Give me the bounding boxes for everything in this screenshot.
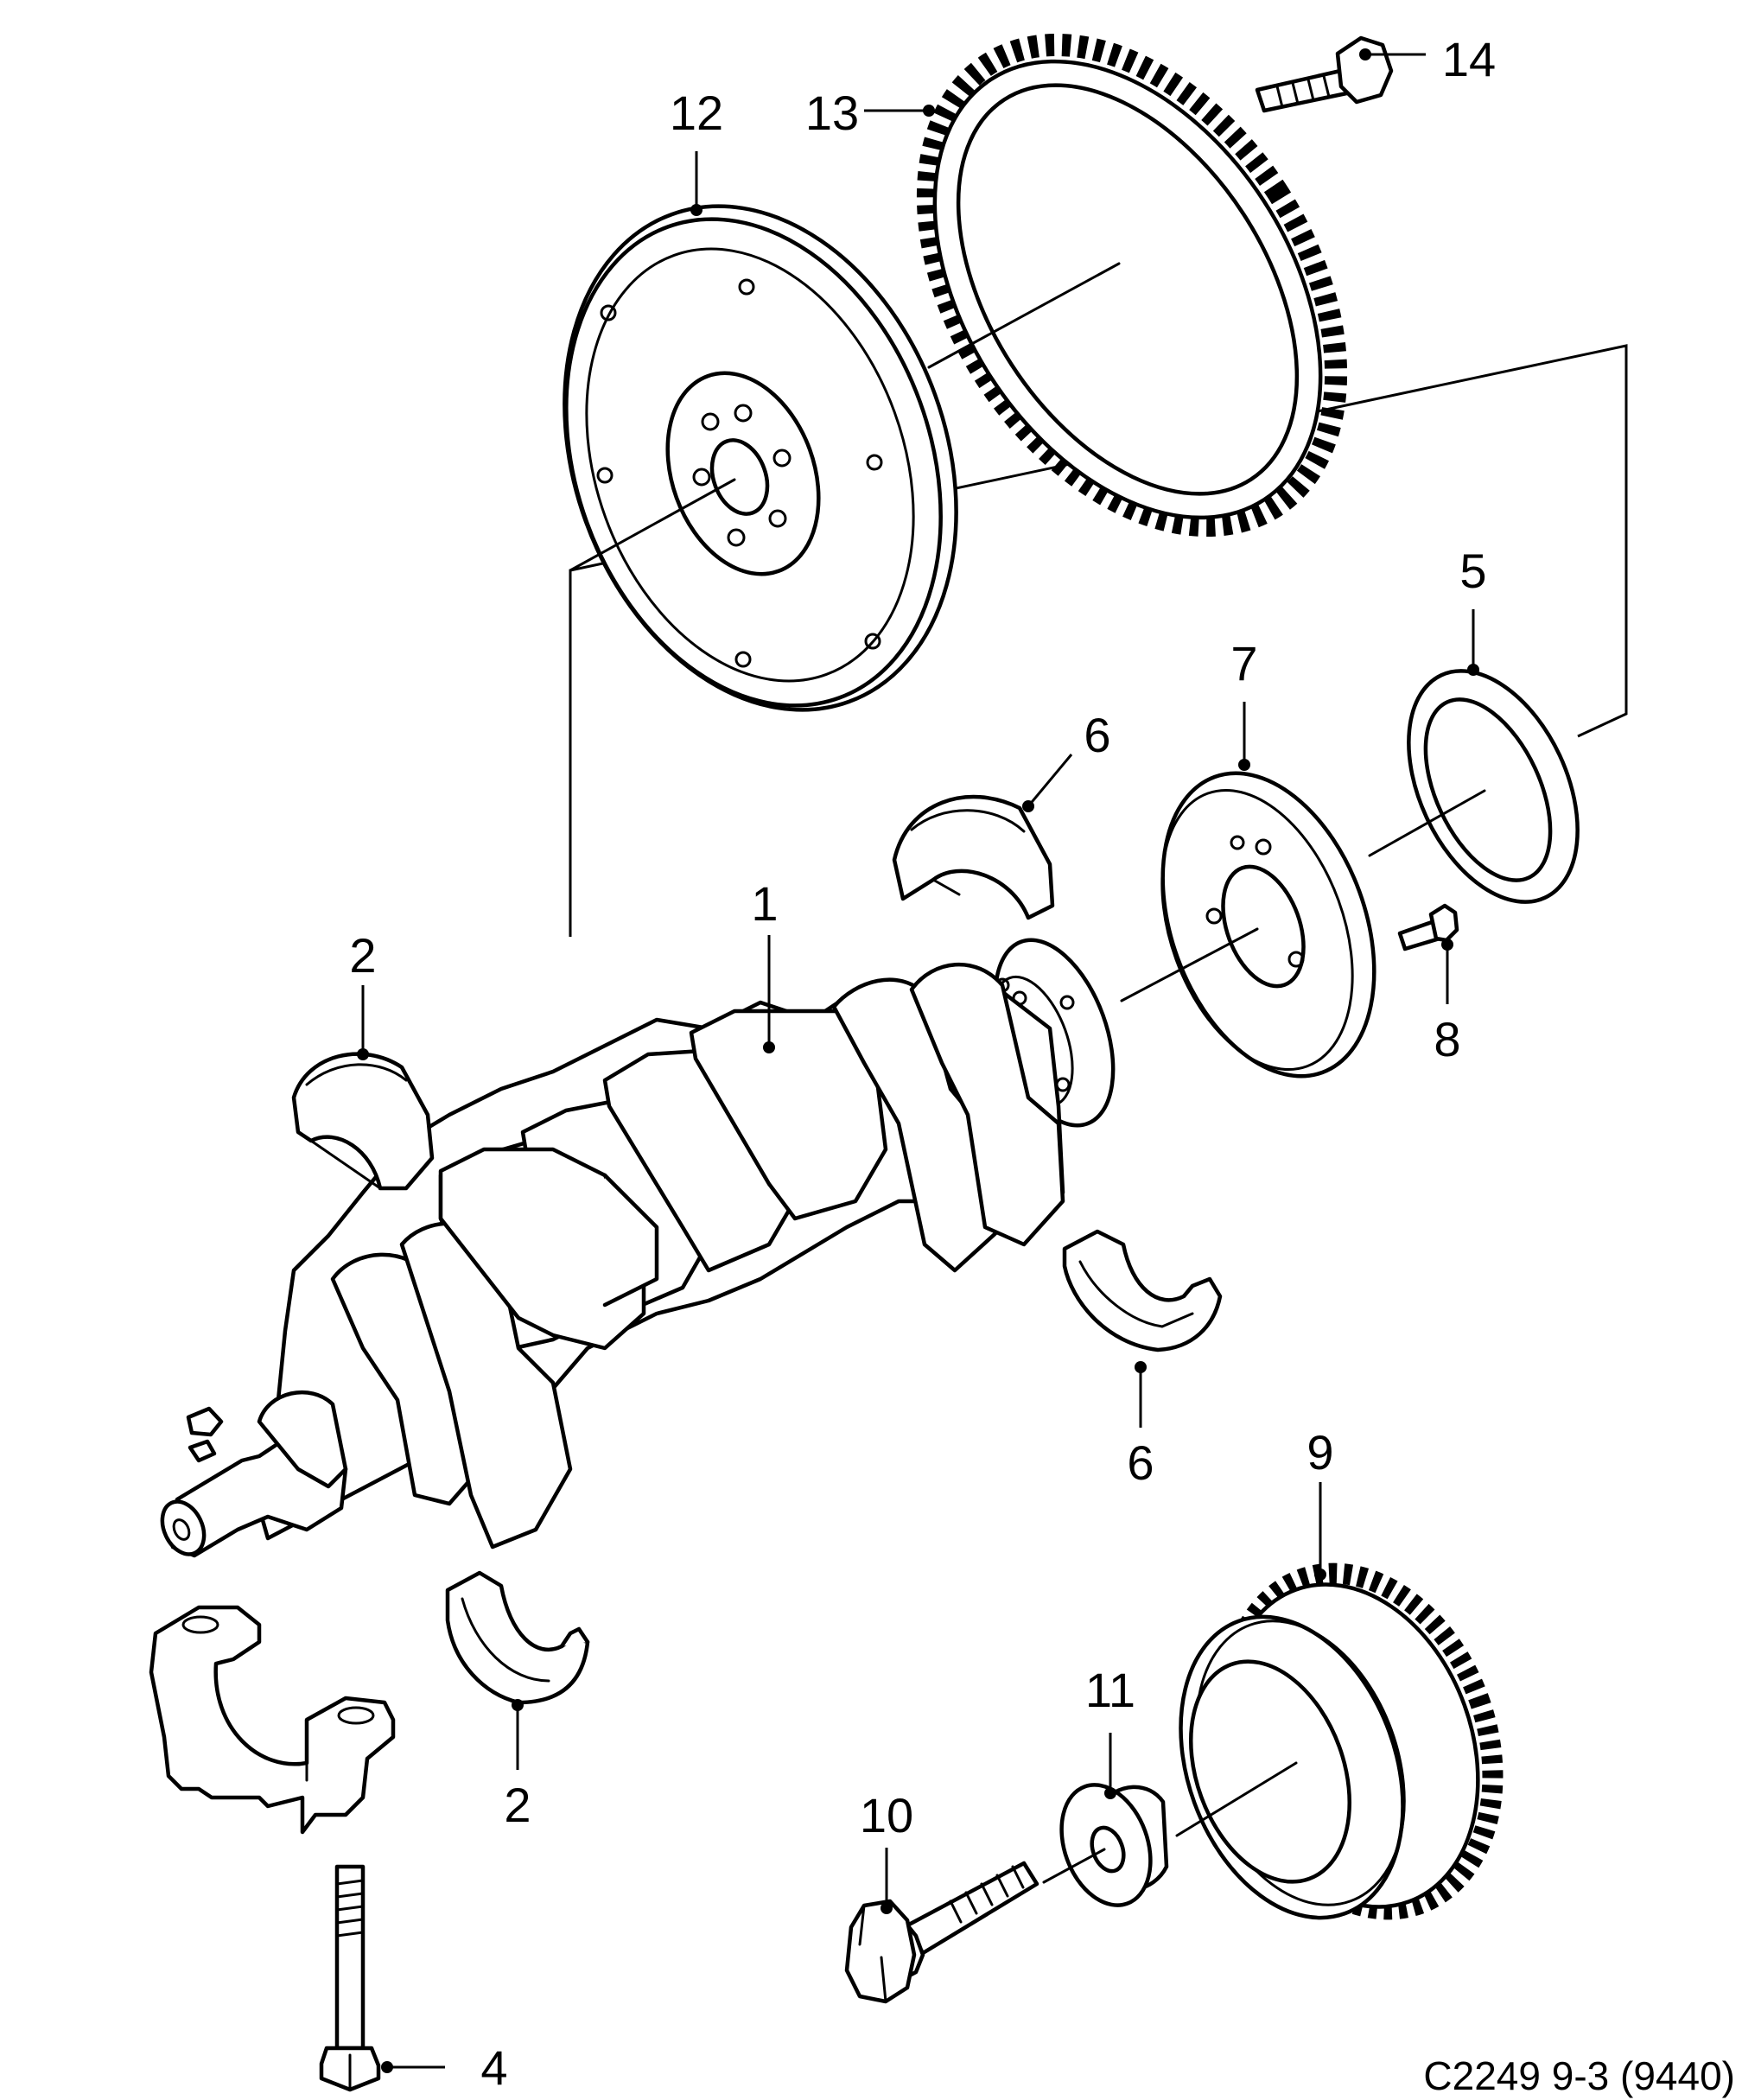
leader-lines [357,48,1479,2073]
callout-11: 11 [1085,1663,1135,1717]
crank-pulley-9 [1175,1562,1504,1920]
flange-plate-7 [1120,771,1376,1079]
bolt-14 [1255,35,1394,113]
callout-10: 10 [860,1788,913,1842]
bearing-shell-2-lower [445,1570,590,1705]
ring-gear-13 [916,33,1348,538]
callout-8: 8 [1434,1012,1460,1066]
callout-14: 14 [1442,32,1496,86]
callout-7: 7 [1230,636,1257,690]
washer-11 [1042,1783,1169,1907]
crankshaft-1 [160,938,1116,1558]
bearing-cap [149,1605,396,1835]
oil-seal-5 [1368,669,1580,904]
bolt-4 [319,1864,381,2092]
bearing-shell-6-lower [1062,1229,1223,1352]
callout-9: 9 [1306,1425,1333,1480]
bearing-shell-6-upper [892,794,1055,920]
callout-2-lower: 2 [504,1778,531,1832]
callout-4: 4 [480,2040,507,2095]
callout-6-lower: 6 [1127,1435,1154,1490]
callout-12: 12 [670,86,723,140]
callout-6-upper: 6 [1084,708,1110,762]
flywheel-12 [563,204,958,712]
bearing-shell-2-upper [291,1052,435,1191]
bolt-10 [844,1861,1039,2004]
callout-13: 13 [805,86,859,140]
group-bracket [569,344,1628,937]
figure-code: C2249 9-3 (9440) [1423,2053,1735,2098]
callout-2-upper: 2 [349,928,376,983]
callout-labels: 12 13 14 5 7 6 1 2 8 6 9 11 10 2 4 [349,32,1496,2095]
callout-1: 1 [751,876,778,931]
screw-8 [1397,903,1459,951]
callout-5: 5 [1459,544,1486,598]
